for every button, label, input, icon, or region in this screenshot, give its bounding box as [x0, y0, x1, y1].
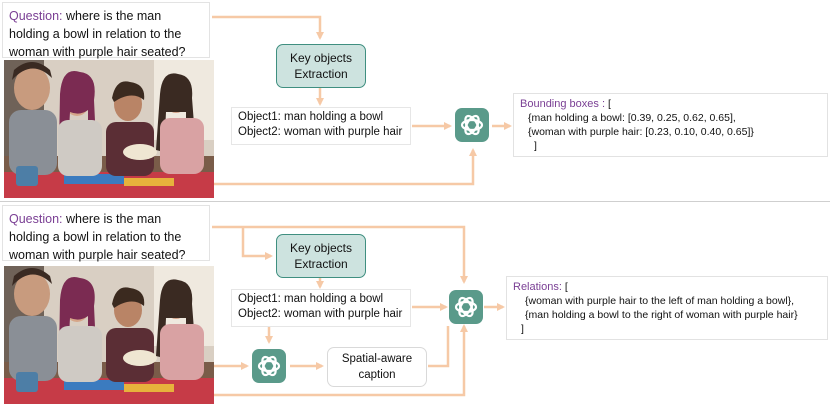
chatgpt-logo-icon [252, 349, 286, 383]
relation-line-1: {woman with purple hair to the left of m… [525, 295, 795, 307]
chatgpt-logo-icon [449, 290, 483, 324]
scene-photo-top [4, 60, 214, 198]
question-box-bottom: Question: where is the man holding a bow… [2, 205, 210, 262]
bounding-boxes-output: Bounding boxes : [ {man holding a bowl: … [513, 93, 828, 157]
object2-text: Object2: woman with purple hair [238, 308, 403, 320]
object1-text: Object1: man holding a bowl [238, 111, 384, 123]
objects-box-bottom: Object1: man holding a bowl Object2: wom… [231, 289, 411, 327]
key-objects-label: Key objects Extraction [289, 241, 353, 271]
object1-text: Object1: man holding a bowl [238, 293, 384, 305]
caption-label: Spatial-aware caption [341, 353, 413, 381]
output-close-bracket: ] [521, 323, 524, 335]
key-objects-label: Key objects Extraction [289, 51, 353, 81]
question-label: Question: [9, 9, 63, 23]
bbox-line-1: {man holding a bowl: [0.39, 0.25, 0.62, … [528, 112, 736, 124]
question-box-top: Question: where is the man holding a bow… [2, 2, 210, 59]
panel-divider [0, 201, 830, 202]
relations-label: Relations: [513, 281, 562, 293]
question-text: where is the man holding a bowl in relat… [9, 9, 186, 59]
objects-box-top: Object1: man holding a bowl Object2: wom… [231, 107, 411, 145]
key-objects-extraction-box-bottom: Key objects Extraction [276, 234, 366, 278]
spatial-aware-caption-box: Spatial-aware caption [327, 347, 427, 387]
question-label: Question: [9, 212, 63, 226]
bbox-line-2: {woman with purple hair: [0.23, 0.10, 0.… [528, 126, 754, 138]
object2-text: Object2: woman with purple hair [238, 126, 403, 138]
key-objects-extraction-box-top: Key objects Extraction [276, 44, 366, 88]
relation-line-2: {man holding a bowl to the right of woma… [525, 309, 798, 321]
scene-photo-bottom [4, 266, 214, 404]
output-close-bracket: ] [534, 140, 537, 152]
output-open-bracket: [ [564, 281, 568, 293]
relations-output: Relations: [ {woman with purple hair to … [506, 276, 828, 340]
question-text: where is the man holding a bowl in relat… [9, 212, 186, 262]
output-open-bracket: [ [607, 98, 611, 110]
chatgpt-logo-icon [455, 108, 489, 142]
bounding-boxes-label: Bounding boxes : [520, 98, 606, 110]
